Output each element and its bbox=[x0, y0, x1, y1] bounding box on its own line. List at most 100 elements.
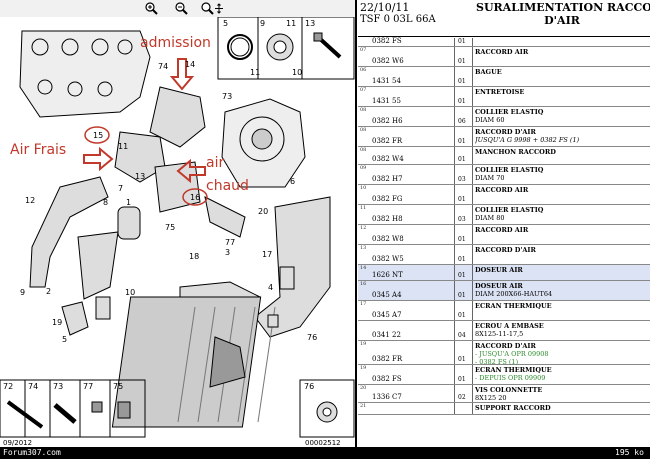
intercooler bbox=[111, 296, 276, 428]
row-position: 10 bbox=[360, 185, 367, 191]
table-row[interactable]: 12 0382 W8 01 RACCORD AIR bbox=[358, 225, 650, 245]
row-description: RACCORD D'AIR- JUSQU'A OPR 09908- 0382 F… bbox=[475, 342, 549, 366]
svg-text:18: 18 bbox=[189, 252, 199, 261]
viewer-toolbar bbox=[0, 0, 355, 18]
row-position: 16 bbox=[360, 281, 367, 287]
row-quantity: 01 bbox=[458, 138, 466, 145]
row-position: 08 bbox=[360, 107, 367, 113]
parts-date: 22/10/11 bbox=[360, 1, 410, 14]
row-description: ENTRETOISE bbox=[475, 88, 525, 96]
svg-text:17: 17 bbox=[262, 250, 272, 259]
row-description: BAGUE bbox=[475, 68, 502, 76]
svg-text:1: 1 bbox=[126, 198, 131, 207]
row-description: MANCHON RACCORD bbox=[475, 148, 556, 156]
zoom-in-icon[interactable] bbox=[142, 0, 160, 16]
row-reference: 0382 W6 bbox=[372, 57, 404, 65]
row-quantity: 01 bbox=[458, 376, 466, 383]
svg-text:11: 11 bbox=[118, 142, 128, 151]
row-position: 12 bbox=[360, 225, 367, 231]
row-reference: 0382 FS bbox=[372, 375, 402, 383]
row-position: 13 bbox=[360, 245, 367, 251]
svg-text:2: 2 bbox=[46, 287, 51, 296]
callout-admission: admission bbox=[140, 35, 211, 51]
inset-top-labels: 5 9 11 13 11 10 bbox=[223, 19, 315, 77]
row-quantity: 06 bbox=[458, 118, 466, 125]
svg-text:75: 75 bbox=[165, 223, 175, 232]
row-reference: 1336 C7 bbox=[372, 393, 402, 401]
inset-top-hardware bbox=[217, 17, 355, 80]
row-quantity: 01 bbox=[458, 312, 466, 319]
callout-chaud: chaud bbox=[206, 178, 249, 194]
svg-text:77: 77 bbox=[83, 382, 93, 391]
svg-text:73: 73 bbox=[222, 92, 232, 101]
row-quantity: 02 bbox=[458, 394, 466, 401]
svg-text:6: 6 bbox=[290, 177, 295, 186]
parts-code: TSF 0 03L 66A bbox=[360, 14, 436, 25]
row-quantity: 01 bbox=[458, 38, 466, 45]
svg-text:9: 9 bbox=[260, 19, 265, 28]
small-parts bbox=[61, 266, 295, 336]
row-reference: 0345 A7 bbox=[372, 311, 402, 319]
callout-air-frais: Air Frais bbox=[10, 142, 66, 158]
row-quantity: 01 bbox=[458, 236, 466, 243]
row-quantity: 01 bbox=[458, 356, 466, 363]
zoom-move-icon[interactable] bbox=[200, 0, 226, 16]
row-description: ECRAN THERMIQUE- DEPUIS OPR 09909 bbox=[475, 366, 552, 382]
row-description: RACCORD AIR bbox=[475, 186, 529, 194]
svg-text:20: 20 bbox=[258, 207, 268, 216]
svg-text:72: 72 bbox=[3, 382, 13, 391]
row-position: 08 bbox=[360, 127, 367, 133]
row-description: RACCORD D'AIR bbox=[475, 246, 536, 254]
svg-text:15: 15 bbox=[93, 131, 103, 140]
svg-text:13: 13 bbox=[305, 19, 315, 28]
svg-text:16: 16 bbox=[190, 193, 200, 202]
svg-text:13: 13 bbox=[135, 172, 145, 181]
row-position: 14 bbox=[360, 265, 367, 271]
svg-text:3: 3 bbox=[225, 248, 230, 257]
row-position: 20 bbox=[360, 385, 367, 391]
svg-text:10: 10 bbox=[292, 68, 302, 77]
turbocharger bbox=[221, 98, 306, 188]
row-position: 07 bbox=[360, 47, 367, 53]
svg-text:12: 12 bbox=[25, 196, 35, 205]
row-reference: 0382 W4 bbox=[372, 155, 404, 163]
row-position: 09 bbox=[360, 165, 367, 171]
row-quantity: 01 bbox=[458, 98, 466, 105]
row-description: RACCORD AIR bbox=[475, 226, 529, 234]
row-reference: 0382 FR bbox=[372, 355, 403, 363]
row-reference: 0382 W8 bbox=[372, 235, 404, 243]
row-quantity: 01 bbox=[458, 292, 466, 299]
row-quantity: 01 bbox=[458, 156, 466, 163]
zoom-out-icon[interactable] bbox=[172, 0, 190, 16]
row-position: 21 bbox=[360, 403, 367, 409]
row-reference: 1431 55 bbox=[372, 97, 401, 105]
part-number-labels: 74 14 73 15 11 12 8 7 1 13 16 20 6 18 77… bbox=[20, 60, 317, 344]
row-quantity: 01 bbox=[458, 58, 466, 65]
inset-bottom-hardware bbox=[0, 379, 355, 438]
row-quantity: 01 bbox=[458, 256, 466, 263]
row-description: ECRAN THERMIQUE bbox=[475, 302, 552, 310]
